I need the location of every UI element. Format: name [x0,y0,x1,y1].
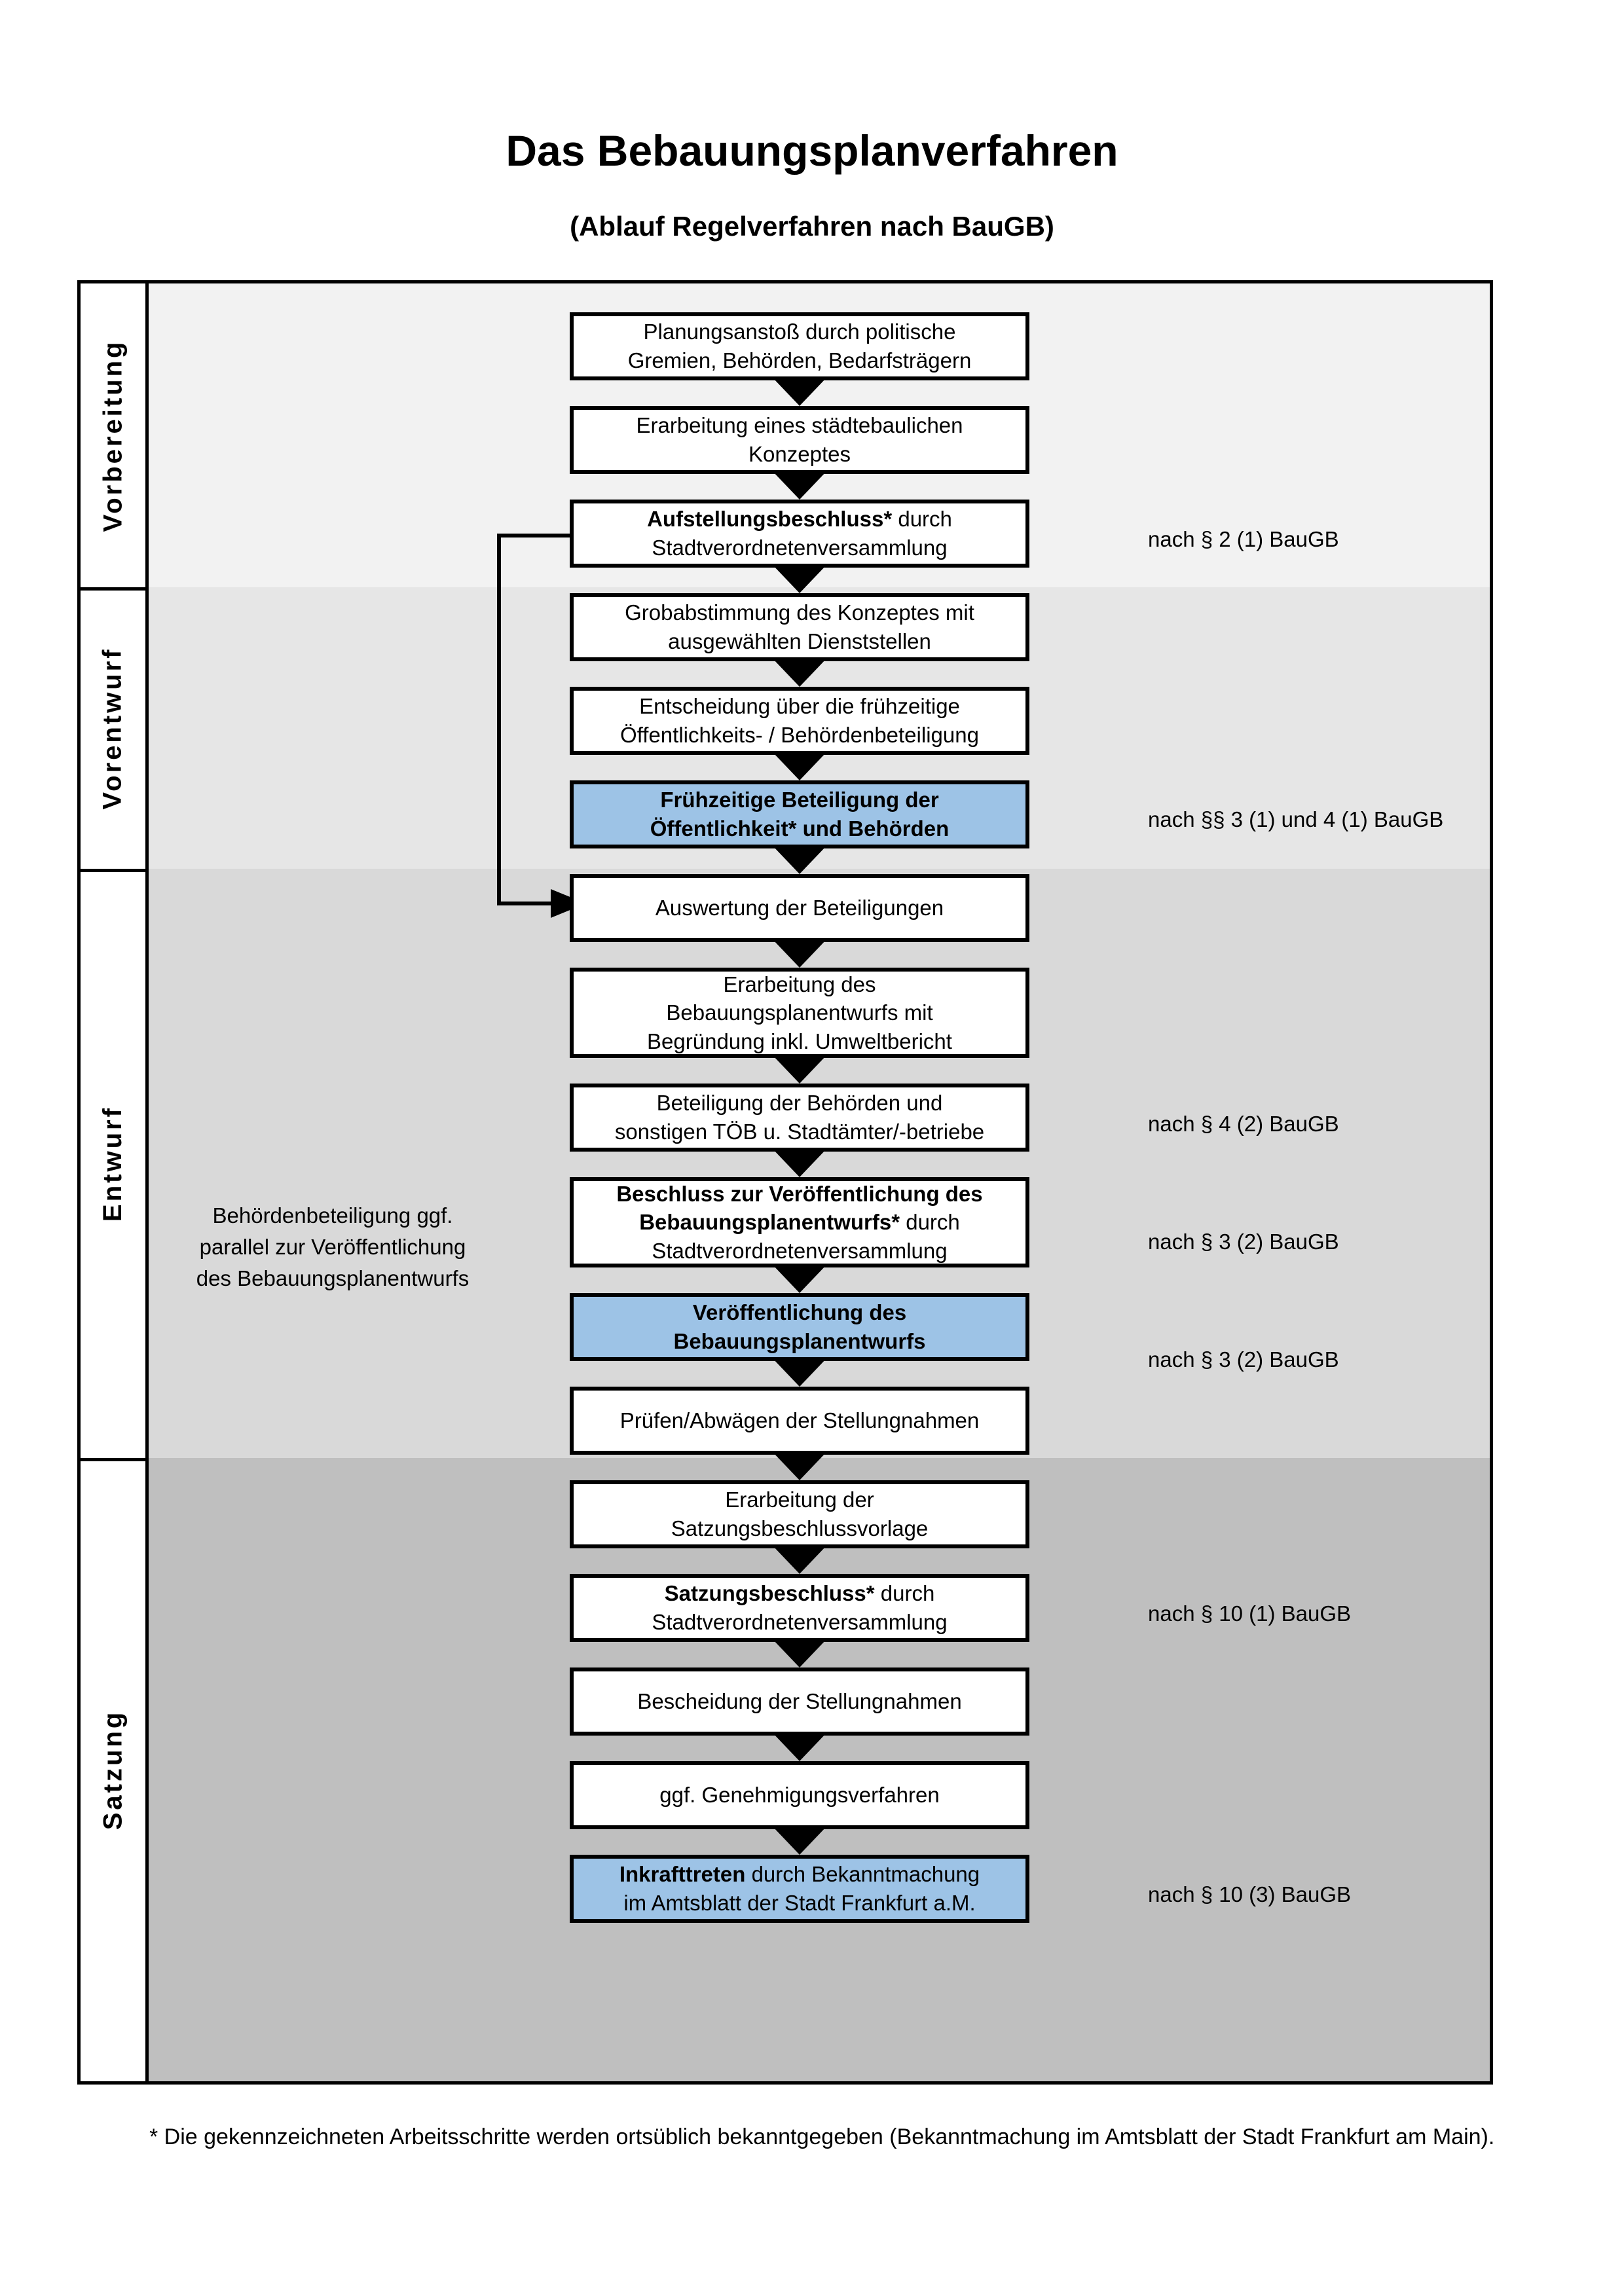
arrow-down-9 [772,1148,827,1177]
stage-label-vorbereitung: Vorbereitung [81,283,149,587]
arrow-down-6 [772,845,827,874]
step-inkrafttreten-bold: Inkrafttreten [619,1862,746,1887]
stage-label-satzung: Satzung [81,1458,149,2081]
step-satzungsbeschlussvorlage-line-1: Erarbeitung der [725,1487,874,1512]
step-aufstellungsbeschluss-line-2: Stadtverordnetenversammlung [652,536,948,560]
arrow-down-1 [772,377,827,406]
step-bescheidung-stellungnahmen[interactable]: Bescheidung der Stellungnahmen [570,1667,1029,1736]
step-beschluss-veroeffentlichung-line-3: Stadtverordnetenversammlung [652,1238,948,1263]
parallel-note-line-1: Behördenbeteiligung [212,1203,411,1228]
arrow-down-7 [772,939,827,968]
arrow-down-3 [772,564,827,593]
step-entscheidung-fruehzeitige-line-1: Entscheidung über die frühzeitige [639,694,960,719]
page-subtitle: (Ablauf Regelverfahren nach BauGB) [570,211,1054,242]
step-auswertung-beteiligungen-line-1: Auswertung der Beteiligungen [655,896,944,920]
step-beteiligung-behoerden[interactable]: Beteiligung der Behörden und sonstigen T… [570,1084,1029,1152]
stage-label-entwurf: Entwurf [81,869,149,1458]
arrow-down-12 [772,1451,827,1480]
arrow-down-5 [772,752,827,780]
arrow-down-11 [772,1358,827,1387]
step-planungsanstoss-line-1: Planungsanstoß durch politische [643,319,956,344]
arrow-down-10 [772,1264,827,1293]
step-veroeffentlichung-entwurf-line-1: Veröffentlichung des [692,1300,907,1325]
step-pruefen-abwaegen[interactable]: Prüfen/Abwägen der Stellungnahmen [570,1387,1029,1455]
step-satzungsbeschlussvorlage[interactable]: Erarbeitung der Satzungsbeschlussvorlage [570,1480,1029,1548]
stage-label-vorentwurf-text: Vorentwurf [98,646,127,810]
step-staedtebauliches-konzept[interactable]: Erarbeitung eines städtebaulichen Konzep… [570,406,1029,474]
stage-divider-2 [81,869,149,872]
step-inkrafttreten[interactable]: Inkrafttreten durch Bekanntmachung im Am… [570,1855,1029,1923]
arrow-down-2 [772,471,827,500]
arrow-down-8 [772,1055,827,1084]
stage-label-vorbereitung-text: Vorbereitung [98,339,127,532]
step-staedtebauliches-konzept-line-1: Erarbeitung eines städtebaulichen [636,413,963,438]
stage-label-entwurf-text: Entwurf [98,1105,127,1222]
arrow-down-14 [772,1639,827,1667]
step-fruehzeitige-beteiligung[interactable]: Frühzeitige Beteiligung der Öffentlichke… [570,780,1029,848]
legal-note-par10-3: nach § 10 (3) BauGB [1148,1882,1352,1906]
page-title: Das Bebauungsplanverfahren [506,126,1118,175]
step-beschluss-veroeffentlichung-bold-2: Bebauungsplanentwurfs* [639,1210,900,1235]
parallel-note-line-4: Bebauungsplanentwurfs [237,1266,470,1290]
step-inkrafttreten-line-2: im Amtsblatt der Stadt Frankfurt a.M. [623,1891,976,1915]
step-grobabstimmung[interactable]: Grobabstimmung des Konzeptes mit ausgewä… [570,593,1029,661]
step-aufstellungsbeschluss-bold: Aufstellungsbeschluss* [647,507,893,532]
step-auswertung-beteiligungen[interactable]: Auswertung der Beteiligungen [570,874,1029,942]
step-inkrafttreten-line-1: Inkrafttreten durch Bekanntmachung [619,1862,980,1887]
step-beteiligung-behoerden-line-1: Beteiligung der Behörden und [656,1091,943,1116]
step-bescheidung-stellungnahmen-line-1: Bescheidung der Stellungnahmen [637,1689,962,1714]
stage-divider-1 [81,587,149,591]
step-grobabstimmung-line-2: ausgewählten Dienststellen [668,629,931,653]
legal-note-par2-1: nach § 2 (1) BauGB [1148,527,1339,551]
legal-note-par4-2: nach § 4 (2) BauGB [1148,1112,1339,1136]
step-planungsanstoss[interactable]: Planungsanstoß durch politische Gremien,… [570,312,1029,380]
step-fruehzeitige-beteiligung-line-2: Öffentlichkeit* und Behörden [650,816,950,841]
step-beschluss-veroeffentlichung[interactable]: Beschluss zur Veröffentlichung des Bebau… [570,1177,1029,1267]
step-staedtebauliches-konzept-line-2: Konzeptes [748,442,851,466]
step-satzungsbeschlussvorlage-line-2: Satzungsbeschlussvorlage [671,1516,929,1540]
step-erarbeitung-entwurf-line-1: Erarbeitung des [723,972,876,996]
parallel-note: Behördenbeteiligung ggf. parallel zur Ve… [192,1200,473,1294]
step-aufstellungsbeschluss[interactable]: Aufstellungsbeschluss* durch Stadtverord… [570,500,1029,568]
step-beschluss-veroeffentlichung-line-1: Beschluss zur Veröffentlichung des [616,1180,982,1209]
step-grobabstimmung-line-1: Grobabstimmung des Konzeptes mit [625,600,974,625]
stage-label-vorentwurf: Vorentwurf [81,587,149,869]
step-satzungsbeschluss-line-2: Stadtverordnetenversammlung [652,1610,948,1634]
step-pruefen-abwaegen-line-1: Prüfen/Abwägen der Stellungnahmen [619,1408,980,1433]
step-planungsanstoss-line-2: Gremien, Behörden, Bedarfsträgern [627,348,972,373]
parallel-note-line-3: Veröffentlichung des [196,1234,466,1290]
step-genehmigungsverfahren[interactable]: ggf. Genehmigungsverfahren [570,1761,1029,1829]
step-veroeffentlichung-entwurf[interactable]: Veröffentlichung des Bebauungsplanentwur… [570,1293,1029,1361]
step-fruehzeitige-beteiligung-line-1: Frühzeitige Beteiligung der [660,788,939,812]
step-erarbeitung-entwurf[interactable]: Erarbeitung des Bebauungsplanentwurfs mi… [570,968,1029,1058]
stage-divider-3 [81,1458,149,1461]
step-entscheidung-fruehzeitige[interactable]: Entscheidung über die frühzeitige Öffent… [570,687,1029,755]
legal-note-par3-1-4-1: nach §§ 3 (1) und 4 (1) BauGB [1148,807,1444,831]
step-erarbeitung-entwurf-line-2: Bebauungsplanentwurfs mit [666,1000,933,1025]
step-veroeffentlichung-entwurf-line-2: Bebauungsplanentwurfs [673,1329,926,1353]
step-beschluss-veroeffentlichung-bold-1: Beschluss zur Veröffentlichung des [616,1181,983,1206]
flowchart-frame: Vorbereitung Vorentwurf Entwurf Satzung … [77,280,1493,2085]
step-beteiligung-behoerden-line-2: sonstigen TÖB u. Stadtämter/-betriebe [614,1120,985,1144]
legal-note-par3-2-b: nach § 3 (2) BauGB [1148,1347,1339,1372]
arrow-down-4 [772,658,827,687]
footnote: * Die gekennzeichneten Arbeitsschritte w… [149,2124,1495,2149]
step-aufstellungsbeschluss-line-1: Aufstellungsbeschluss* durch [647,507,952,532]
parallel-note-line-2: ggf. parallel zur [199,1203,453,1259]
step-satzungsbeschluss-bold: Satzungsbeschluss* [664,1581,875,1606]
legal-note-par3-2-a: nach § 3 (2) BauGB [1148,1230,1339,1254]
step-genehmigungsverfahren-line-1: ggf. Genehmigungsverfahren [659,1783,940,1808]
stage-label-satzung-text: Satzung [98,1709,128,1830]
arrow-down-15 [772,1732,827,1761]
step-beschluss-veroeffentlichung-line-2: Bebauungsplanentwurfs* durch [639,1210,960,1235]
step-entscheidung-fruehzeitige-line-2: Öffentlichkeits- / Behördenbeteiligung [620,723,979,747]
arrow-down-13 [772,1545,827,1574]
step-satzungsbeschluss[interactable]: Satzungsbeschluss* durch Stadtverordnete… [570,1574,1029,1642]
step-erarbeitung-entwurf-line-3: Begründung inkl. Umweltbericht [647,1029,952,1053]
arrow-down-16 [772,1826,827,1855]
legal-note-par10-1: nach § 10 (1) BauGB [1148,1601,1352,1626]
step-satzungsbeschluss-line-1: Satzungsbeschluss* durch [664,1581,935,1606]
